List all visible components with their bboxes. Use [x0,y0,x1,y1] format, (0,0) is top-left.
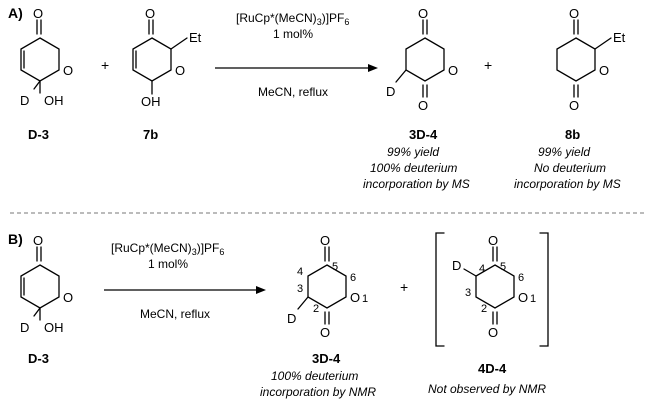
svg-text:OH: OH [44,320,64,335]
svg-text:3: 3 [297,283,303,295]
compound-3d4-a: O O O D 3D-4 99% yield 100% deuterium in… [363,6,470,191]
svg-text:O: O [320,233,330,248]
svg-text:2: 2 [313,303,319,315]
compound-label-4d4: 4D-4 [478,361,507,376]
svg-text:O: O [350,290,360,305]
svg-text:Not observed by NMR: Not observed by NMR [428,382,546,396]
svg-text:MeCN, reflux: MeCN, reflux [258,85,328,99]
svg-text:O: O [569,6,579,21]
compound-4d4: O O O D 1 2 3 4 5 6 4D-4 Not observed by… [428,232,549,396]
svg-text:100% deuterium: 100% deuterium [370,161,457,175]
svg-text:100% deuterium: 100% deuterium [271,369,358,383]
compound-3d4-b: O O O D 1 2 3 4 5 6 3D-4 100% deuterium … [260,233,376,399]
svg-text:O: O [63,63,73,78]
compound-label-d3-b: D-3 [28,351,49,366]
svg-text:Et: Et [613,30,626,45]
svg-text:99% yield: 99% yield [387,145,439,159]
reaction-arrow-a: [RuCp*(MeCN)3)]PF6 1 mol% MeCN, reflux [215,11,378,99]
svg-text:O: O [488,325,498,340]
svg-text:D: D [20,320,29,335]
svg-text:OH: OH [141,94,161,109]
svg-text:4: 4 [297,266,303,278]
svg-text:6: 6 [518,272,524,284]
section-a-label: A) [8,5,23,21]
compound-label-3d4-b: 3D-4 [312,351,341,366]
svg-text:O: O [488,233,498,248]
compound-d3-a: O O D OH D-3 [20,6,73,142]
svg-text:1 mol%: 1 mol% [273,27,313,41]
svg-text:99% yield: 99% yield [538,145,590,159]
plus-sign-b: + [400,279,408,295]
reaction-arrow-b: [RuCp*(MeCN)3)]PF6 1 mol% MeCN, reflux [104,241,266,321]
svg-text:O: O [145,6,155,21]
svg-text:1: 1 [530,293,536,305]
svg-text:4: 4 [479,263,485,275]
svg-text:6: 6 [350,272,356,284]
svg-text:D: D [386,84,395,99]
svg-text:O: O [33,6,43,21]
svg-text:O: O [599,63,609,78]
svg-text:O: O [569,98,579,113]
svg-text:O: O [518,290,528,305]
svg-text:O: O [175,63,185,78]
compound-label-8b: 8b [565,127,580,142]
svg-text:incorporation by MS: incorporation by MS [514,177,621,191]
svg-text:5: 5 [332,261,338,273]
svg-text:O: O [320,325,330,340]
compound-label-d3-a: D-3 [28,127,49,142]
svg-text:[RuCp*(MeCN)3)]PF6: [RuCp*(MeCN)3)]PF6 [111,241,224,257]
svg-text:O: O [63,290,73,305]
compound-label-7b: 7b [143,127,158,142]
svg-text:D: D [287,311,296,326]
svg-text:incorporation by MS: incorporation by MS [363,177,470,191]
svg-text:incorporation by NMR: incorporation by NMR [260,385,376,399]
svg-text:3: 3 [465,287,471,299]
plus-sign-a2: + [484,57,492,73]
plus-sign-a1: + [101,57,109,73]
svg-text:O: O [33,233,43,248]
svg-text:D: D [452,258,461,273]
compound-label-3d4-a: 3D-4 [409,127,438,142]
svg-text:OH: OH [44,93,64,108]
svg-text:No deuterium: No deuterium [534,161,606,175]
svg-text:O: O [448,63,458,78]
svg-text:1: 1 [362,293,368,305]
svg-text:[RuCp*(MeCN)3)]PF6: [RuCp*(MeCN)3)]PF6 [236,11,349,27]
compound-8b: O O O Et 8b 99% yield No deuterium incor… [514,6,626,191]
svg-text:D: D [20,93,29,108]
section-b-label: B) [8,231,23,247]
svg-text:O: O [418,6,428,21]
svg-text:Et: Et [189,30,202,45]
svg-text:MeCN, reflux: MeCN, reflux [140,307,210,321]
compound-d3-b: O O D OH D-3 [20,233,73,366]
svg-text:1 mol%: 1 mol% [148,257,188,271]
svg-text:O: O [418,98,428,113]
svg-text:2: 2 [481,303,487,315]
compound-7b: O O OH Et 7b [132,6,202,142]
svg-text:5: 5 [500,261,506,273]
